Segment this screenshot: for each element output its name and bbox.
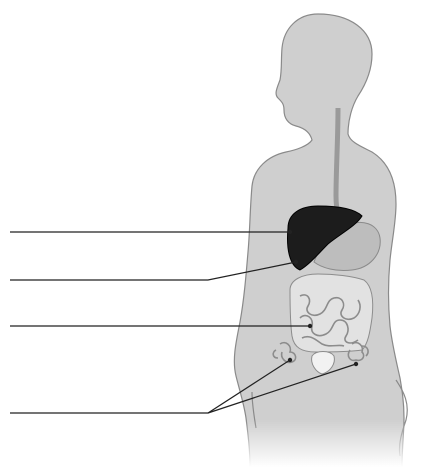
bottom-fade — [236, 420, 421, 467]
large-intestine — [290, 274, 373, 352]
